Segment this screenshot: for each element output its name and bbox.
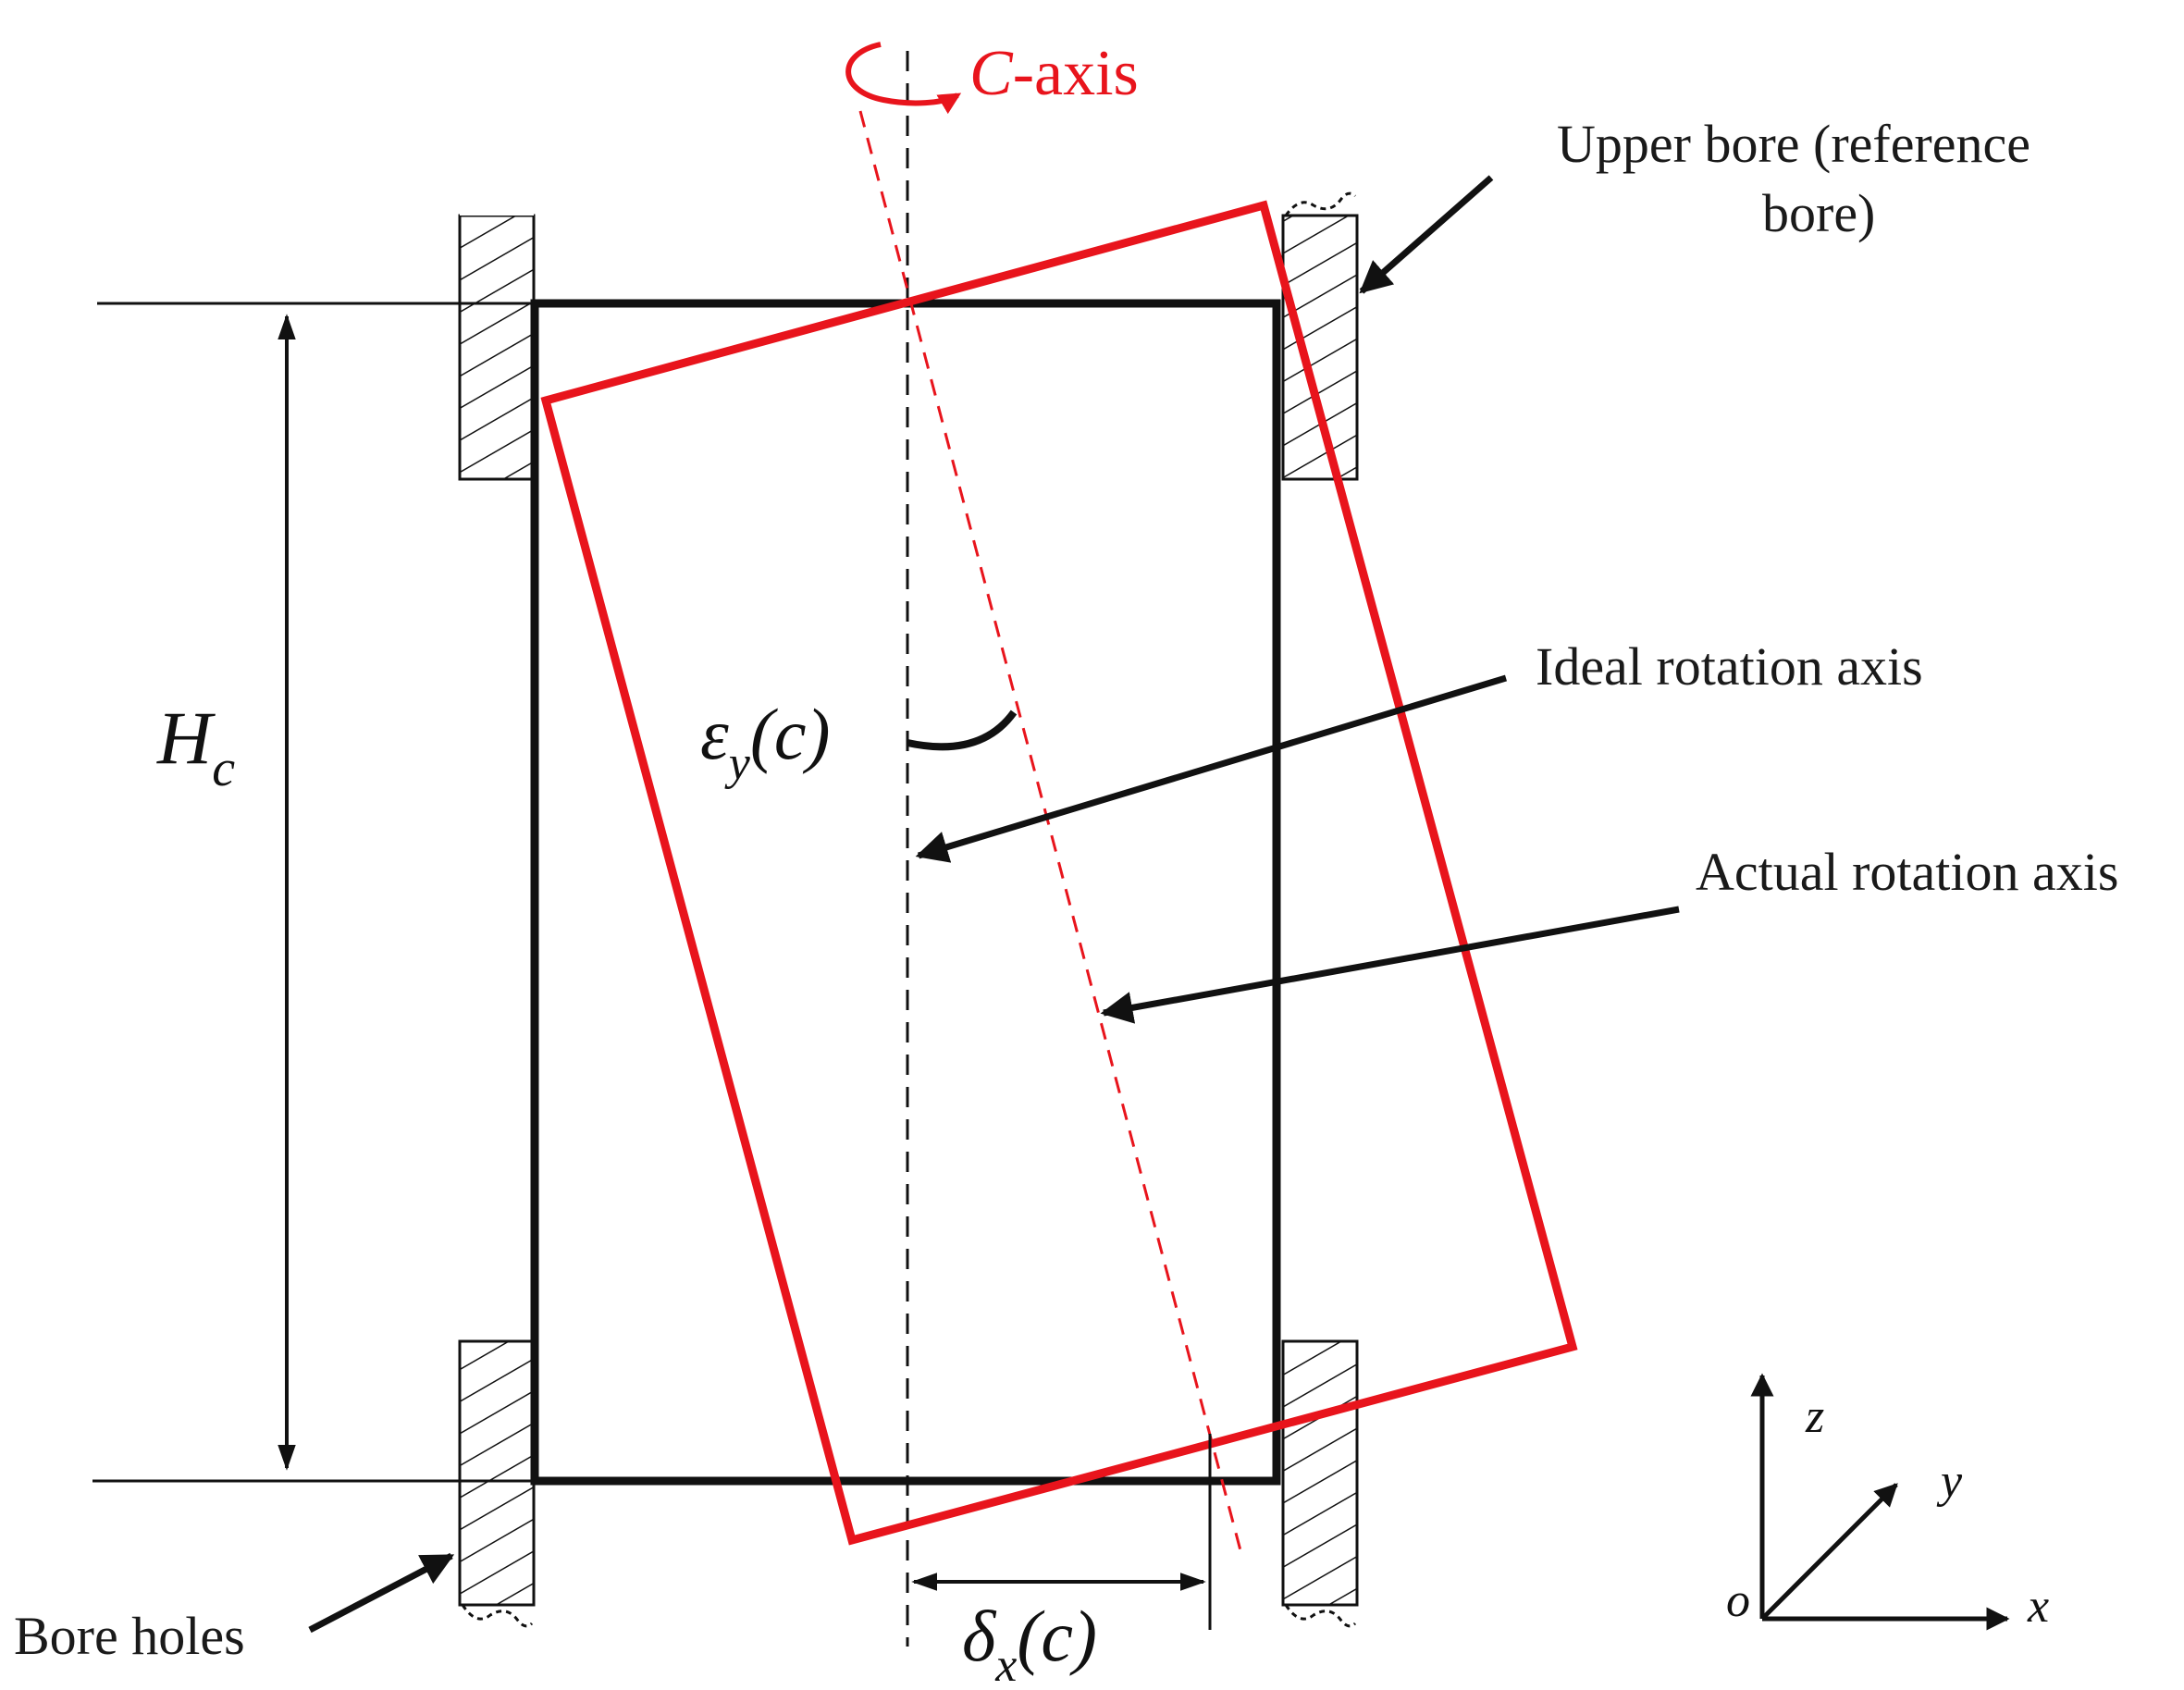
ideal-axis-pointer-arrow [915,674,1508,863]
y-axis-label: y [1936,1455,1963,1508]
bore-holes-label: Bore holes [14,1606,245,1666]
bore-lower-right [1281,1339,1359,1607]
bore-upper-left-top [460,176,534,216]
c-axis-label: C-axis [969,38,1139,109]
height-label: Hc [156,696,235,797]
ideal-axis-label: Ideal rotation axis [1536,636,1923,697]
actual-spindle-rectangle [540,200,1578,1546]
origin-label: o [1726,1574,1750,1627]
c-axis-rotation-arrow [845,42,962,115]
ideal-spindle-rectangle [530,299,1281,1486]
break-line-ll [461,1604,534,1628]
bore-lower-left [458,1339,536,1607]
upper-bore-label-line1: Upper bore (reference [1557,114,2030,174]
tilt-angle-arc [907,709,1018,751]
offset-label: δx(c) [962,1596,1097,1685]
y-axis-arrow [1760,1483,1898,1621]
tilt-angle-label: εy(c) [700,694,830,790]
upper-bore-pointer-arrow [1359,175,1494,294]
bore-holes [458,176,1359,1628]
actual-rotation-axis-line [858,110,1243,1555]
actual-axis-label: Actual rotation axis [1696,842,2118,902]
break-line-lr [1284,1604,1357,1628]
bore-holes-pointer-arrow [308,1552,455,1634]
upper-bore-label-line2: bore) [1762,183,1875,243]
coordinate-system: z y x o [1726,1373,2049,1633]
bore-upper-left [458,214,536,481]
bore-upper-right [1281,214,1359,481]
actual-axis-pointer-arrow [1100,906,1680,1024]
z-axis-label: z [1805,1390,1824,1443]
x-axis-label: x [2027,1580,2049,1633]
break-line-ur [1284,191,1357,216]
